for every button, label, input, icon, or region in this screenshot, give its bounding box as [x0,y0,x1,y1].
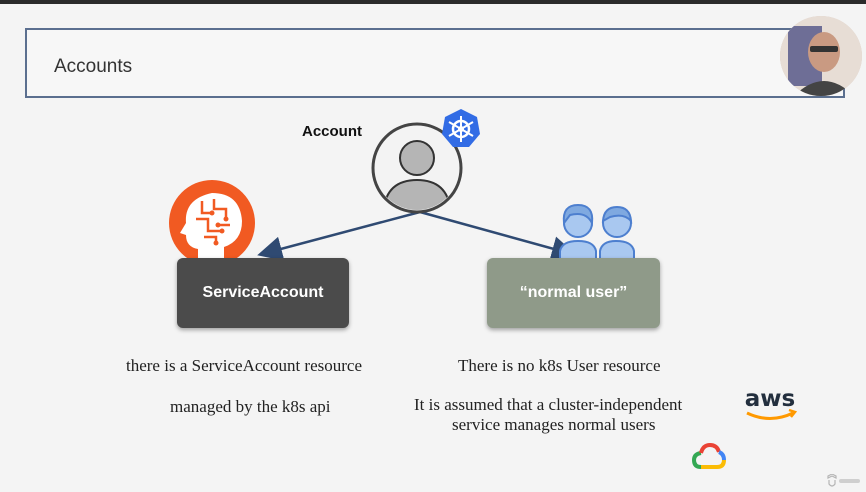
title-box: Accounts [25,28,845,98]
users-group-icon [559,203,635,264]
kubernetes-helm-icon [442,109,480,147]
normal-user-note-1: There is no k8s User resource [458,356,661,375]
arrow-to-normal-user [419,210,577,261]
serviceaccount-box: ServiceAccount [177,258,349,328]
udemy-watermark [826,473,862,488]
serviceaccount-note-2: managed by the k8s api [170,397,331,416]
arrow-to-serviceaccount [257,210,421,261]
aws-logo-icon: aws [745,386,798,420]
page-title: Accounts [54,56,133,77]
account-label: Account [302,123,362,140]
normal-user-box: “normal user” [487,258,660,328]
normal-user-note-3: service manages normal users [452,415,656,434]
robot-brain-head-icon [169,180,255,266]
serviceaccount-note-1: there is a ServiceAccount resource [126,356,362,375]
hierarchy-arrows [257,210,577,261]
normal-user-note-2: It is assumed that a cluster-independent [414,395,683,414]
user-avatar-icon [371,122,463,214]
google-cloud-logo-icon [692,443,726,469]
presenter-webcam [780,16,862,96]
slide-canvas: Accounts Account [0,4,866,492]
svg-text:aws: aws [745,386,795,412]
